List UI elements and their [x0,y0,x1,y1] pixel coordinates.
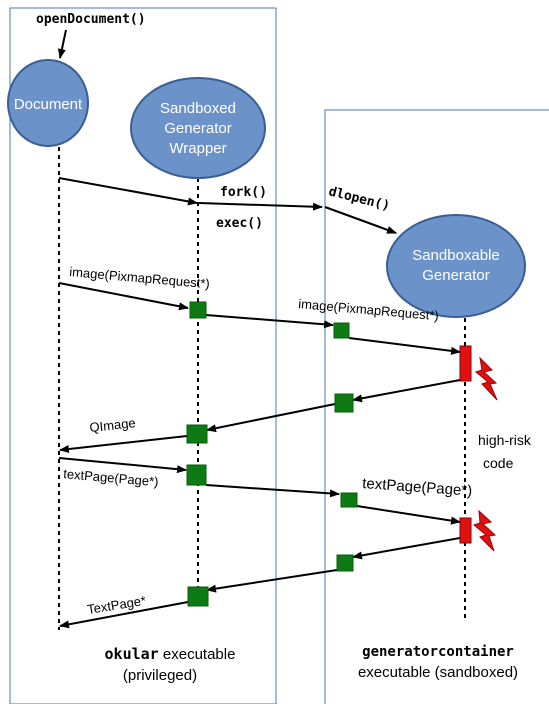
document-node-label: Document [14,96,83,113]
generatorcontainer-process-box [324,109,549,704]
launch-arrow-3 [324,206,397,234]
textpage-call-arrow-2 [205,484,340,498]
image-return-arrow-1 [352,379,461,403]
wrapper-node [130,77,266,179]
qimage-arrow [59,435,188,453]
entry-call-label: openDocument() [36,12,146,27]
textpage-return-label: TextPage* [86,593,147,617]
textpage-return-arrow-1 [352,537,461,560]
lightning-icon [474,356,498,401]
generator-activation-2 [459,517,472,544]
fork-label: fork() [220,185,267,200]
image-request-arrow-3 [348,337,461,355]
container-activation-2 [334,393,354,413]
generator-activation-1 [459,345,472,382]
wrapper-node-label-3: Wrapper [169,140,226,157]
dlopen-label: dlopen() [327,184,391,214]
container-footer-line-2: executable (sandboxed) [358,664,518,681]
textpage-call-label-1: textPage(Page*) [63,466,159,489]
wrapper-activation-3 [186,464,207,486]
wrapper-activation-4 [187,586,209,607]
okular-footer-line-1: okular executable [105,645,236,663]
launch-arrow-2 [198,202,323,211]
launch-arrow-1 [58,177,198,206]
image-return-arrow-2 [206,403,336,433]
exec-label: exec() [216,216,263,231]
okular-footer-line-2: (privileged) [123,667,197,684]
okular-name: okular [105,645,159,663]
document-node [7,59,89,147]
textpage-return-arrow-3 [59,601,189,629]
generator-node-label-2: Generator [422,267,490,284]
high-risk-label-2: code [483,455,514,471]
container-activation-3 [340,492,358,508]
generator-node-label-1: Sandboxable [412,247,500,264]
lightning-icon [472,509,497,552]
textpage-call-label-2: textPage(Page*) [362,475,473,500]
high-risk-label-1: high-risk [478,432,532,448]
textpage-return-arrow-2 [206,569,338,593]
container-activation-4 [336,554,354,572]
entry-call-arrow [57,29,67,59]
wrapper-activation-1 [189,301,207,319]
image-request-arrow-2 [205,314,334,329]
qimage-label: QImage [89,415,137,435]
container-footer-line-1: generatorcontainer [362,644,514,660]
container-activation-1 [333,322,350,339]
wrapper-activation-2 [186,424,208,444]
wrapper-node-label-1: Sandboxed [160,100,236,117]
image-request-arrow-1 [58,282,189,311]
textpage-call-arrow-1 [58,457,187,474]
textpage-call-arrow-3 [356,505,461,525]
generator-node [386,214,526,318]
okular-rest: executable [159,646,236,663]
wrapper-node-label-2: Generator [164,120,232,137]
okular-process-box [9,7,277,704]
image-request-label-1: image(PixmapRequest*) [69,264,211,291]
